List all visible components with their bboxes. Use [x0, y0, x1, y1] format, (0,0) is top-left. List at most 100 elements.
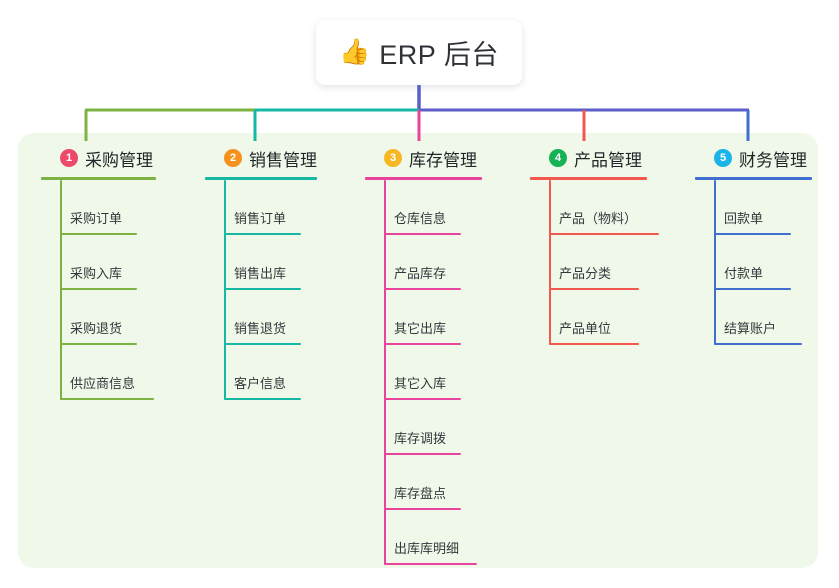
- column-title-1: 采购管理: [85, 150, 153, 170]
- leaf-item[interactable]: 产品分类: [527, 235, 647, 290]
- leaf-list-4: 产品（物料） 产品分类产品单位: [527, 180, 659, 345]
- column-badge-3: 3: [384, 149, 402, 167]
- leaf-item[interactable]: 其它入库: [362, 345, 482, 400]
- column-rule-2: [205, 177, 317, 180]
- leaf-item[interactable]: 销售退货: [202, 290, 317, 345]
- leaf-label: 采购退货: [70, 321, 123, 336]
- column-1: 1 采购管理采购订单采购入库采购退货供应商信息: [38, 145, 156, 400]
- leaf-label: 产品（物料）: [559, 211, 638, 226]
- column-badge-2: 2: [224, 149, 242, 167]
- leaf-label: 出库库明细: [394, 541, 460, 556]
- root-node-title: ERP 后台: [379, 40, 499, 70]
- leaf-rule: [549, 288, 639, 290]
- column-title-4: 产品管理: [574, 150, 642, 170]
- leaf-item[interactable]: 采购退货: [38, 290, 156, 345]
- column-badge-1: 1: [60, 149, 78, 167]
- leaf-list-1: 采购订单采购入库采购退货供应商信息: [38, 180, 156, 400]
- column-rule-4: [530, 177, 647, 180]
- leaf-item[interactable]: 回款单: [692, 180, 812, 235]
- leaf-item[interactable]: 采购订单: [38, 180, 156, 235]
- leaf-rule: [384, 453, 461, 455]
- leaf-label: 销售订单: [234, 211, 287, 226]
- leaf-label: 仓库信息: [394, 211, 447, 226]
- column-header-5[interactable]: 5 财务管理: [692, 145, 812, 171]
- leaf-label: 销售出库: [234, 266, 287, 281]
- leaf-list-3: 仓库信息产品库存其它出库其它入库库存调拨库存盘点出库库明细: [362, 180, 482, 565]
- column-title-3: 库存管理: [409, 150, 477, 170]
- leaf-item[interactable]: 产品单位: [527, 290, 647, 345]
- column-header-2[interactable]: 2 销售管理: [202, 145, 317, 171]
- leaf-item[interactable]: 仓库信息: [362, 180, 482, 235]
- leaf-item[interactable]: 产品（物料）: [527, 180, 659, 235]
- leaf-item[interactable]: 付款单: [692, 235, 812, 290]
- leaf-label: 供应商信息: [70, 376, 136, 391]
- leaf-label: 采购订单: [70, 211, 123, 226]
- leaf-label: 采购入库: [70, 266, 123, 281]
- leaf-spine-1: [60, 180, 62, 400]
- column-2: 2 销售管理销售订单销售出库销售退货客户信息: [202, 145, 317, 400]
- leaf-item[interactable]: 库存盘点: [362, 455, 482, 510]
- leaf-spine-5: [714, 180, 716, 345]
- leaf-spine-3: [384, 180, 386, 565]
- leaf-rule: [384, 343, 461, 345]
- leaf-item[interactable]: 产品库存: [362, 235, 482, 290]
- leaf-rule: [714, 343, 802, 345]
- leaf-list-2: 销售订单销售出库销售退货客户信息: [202, 180, 317, 400]
- leaf-item[interactable]: 采购入库: [38, 235, 156, 290]
- leaf-rule: [384, 233, 461, 235]
- diagram-panel: [18, 133, 818, 568]
- leaf-label: 回款单: [724, 211, 764, 226]
- leaf-label: 其它入库: [394, 376, 447, 391]
- column-header-3[interactable]: 3 库存管理: [362, 145, 482, 171]
- leaf-label: 其它出库: [394, 321, 447, 336]
- leaf-item[interactable]: 出库库明细: [362, 510, 482, 565]
- leaf-label: 库存调拨: [394, 431, 447, 446]
- column-header-4[interactable]: 4 产品管理: [527, 145, 647, 171]
- root-node-erp[interactable]: 👍 ERP 后台: [316, 20, 522, 85]
- leaf-rule: [224, 288, 301, 290]
- leaf-item[interactable]: 销售订单: [202, 180, 317, 235]
- leaf-rule: [384, 288, 461, 290]
- leaf-spine-2: [224, 180, 226, 400]
- leaf-label: 付款单: [724, 266, 764, 281]
- leaf-rule: [549, 343, 639, 345]
- leaf-rule: [549, 233, 659, 235]
- leaf-rule: [224, 343, 301, 345]
- column-rule-5: [695, 177, 812, 180]
- column-title-5: 财务管理: [739, 150, 807, 170]
- leaf-rule: [60, 398, 154, 400]
- leaf-label: 客户信息: [234, 376, 287, 391]
- leaf-item[interactable]: 库存调拨: [362, 400, 482, 455]
- leaf-rule: [714, 288, 791, 290]
- leaf-label: 结算账户: [724, 321, 777, 336]
- column-4: 4 产品管理产品（物料） 产品分类产品单位: [527, 145, 659, 345]
- leaf-item[interactable]: 其它出库: [362, 290, 482, 345]
- column-header-1[interactable]: 1 采购管理: [38, 145, 156, 171]
- leaf-rule: [384, 508, 461, 510]
- leaf-label: 产品单位: [559, 321, 612, 336]
- leaf-list-5: 回款单付款单结算账户: [692, 180, 812, 345]
- leaf-label: 销售退货: [234, 321, 287, 336]
- leaf-item[interactable]: 客户信息: [202, 345, 317, 400]
- leaf-rule: [224, 398, 301, 400]
- leaf-item[interactable]: 结算账户: [692, 290, 812, 345]
- leaf-rule: [60, 343, 137, 345]
- column-badge-5: 5: [714, 149, 732, 167]
- leaf-label: 产品库存: [394, 266, 447, 281]
- leaf-rule: [384, 563, 477, 565]
- leaf-item[interactable]: 供应商信息: [38, 345, 156, 400]
- leaf-rule: [384, 398, 461, 400]
- column-title-2: 销售管理: [249, 150, 317, 170]
- leaf-rule: [224, 233, 301, 235]
- leaf-label: 产品分类: [559, 266, 612, 281]
- leaf-item[interactable]: 销售出库: [202, 235, 317, 290]
- thumbs-up-icon: 👍: [339, 38, 371, 66]
- leaf-label: 库存盘点: [394, 486, 447, 501]
- column-rule-1: [41, 177, 156, 180]
- column-rule-3: [365, 177, 482, 180]
- column-5: 5 财务管理回款单付款单结算账户: [692, 145, 812, 345]
- leaf-rule: [60, 233, 137, 235]
- leaf-spine-4: [549, 180, 551, 345]
- column-badge-4: 4: [549, 149, 567, 167]
